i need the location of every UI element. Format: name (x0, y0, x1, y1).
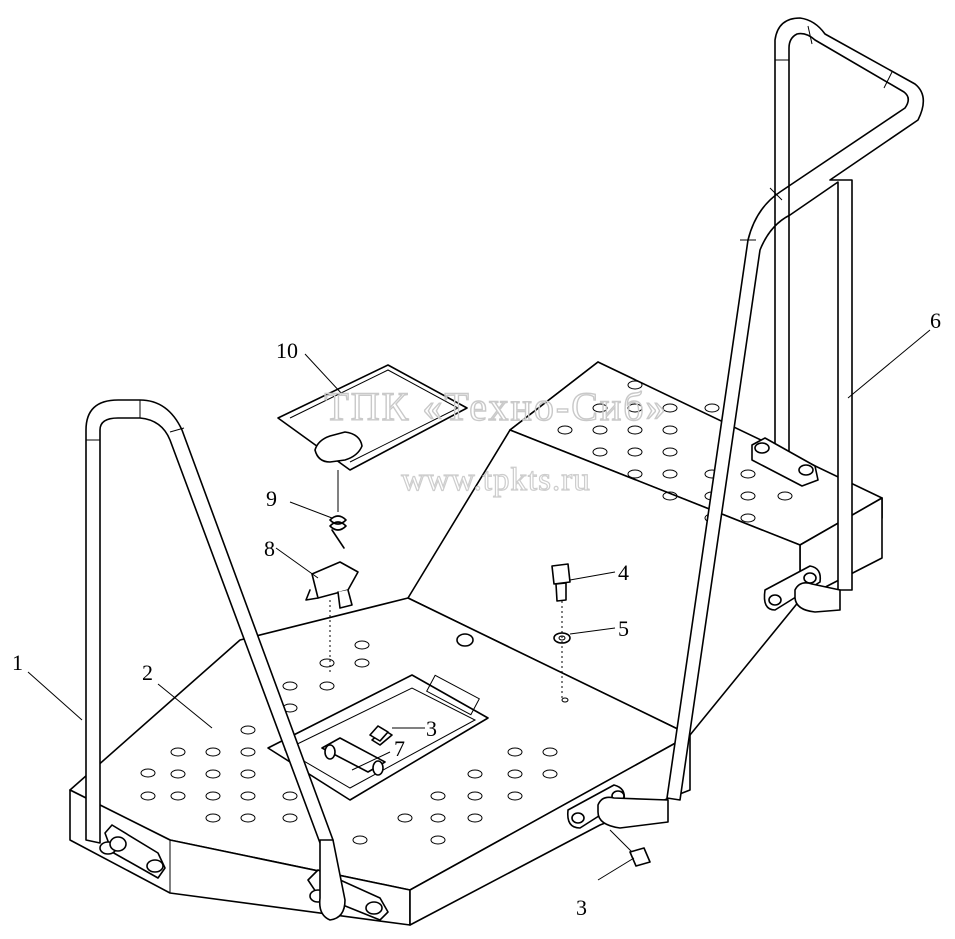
callout-9: 9 (266, 486, 277, 511)
callout-3-upper: 3 (426, 716, 437, 741)
torsion-spring (329, 470, 347, 549)
left-rail-mount-rear (99, 824, 166, 879)
bolt-item-3-upper (369, 725, 389, 742)
latch-bracket (305, 561, 359, 672)
watermark-line2: www.tpkts.ru (401, 462, 591, 498)
lower-platform-holes (140, 640, 569, 845)
right-rail-mount-side (763, 565, 841, 613)
cover-plate (277, 364, 468, 471)
callout-3-lower: 3 (576, 895, 587, 920)
right-handrail (666, 17, 925, 801)
bolt-item-3-lower (609, 829, 651, 867)
callout-8: 8 (264, 536, 275, 561)
upper-platform-holes (557, 380, 793, 523)
bolt-item-4 (551, 563, 571, 602)
leader-lines (27, 329, 931, 881)
callout-6: 6 (930, 308, 941, 333)
callout-5: 5 (618, 616, 629, 641)
callout-10: 10 (276, 338, 298, 363)
callout-4: 4 (618, 560, 629, 585)
right-rail-mount-top (751, 437, 819, 487)
right-rail-mount-front (566, 784, 669, 829)
nut-top (456, 633, 474, 647)
callout-1: 1 (12, 650, 23, 675)
callout-2: 2 (142, 660, 153, 685)
left-rail-mount-front (307, 839, 389, 921)
watermark-line1: ТПК «Техно-Сиб» (324, 384, 667, 429)
callout-7: 7 (394, 736, 405, 761)
